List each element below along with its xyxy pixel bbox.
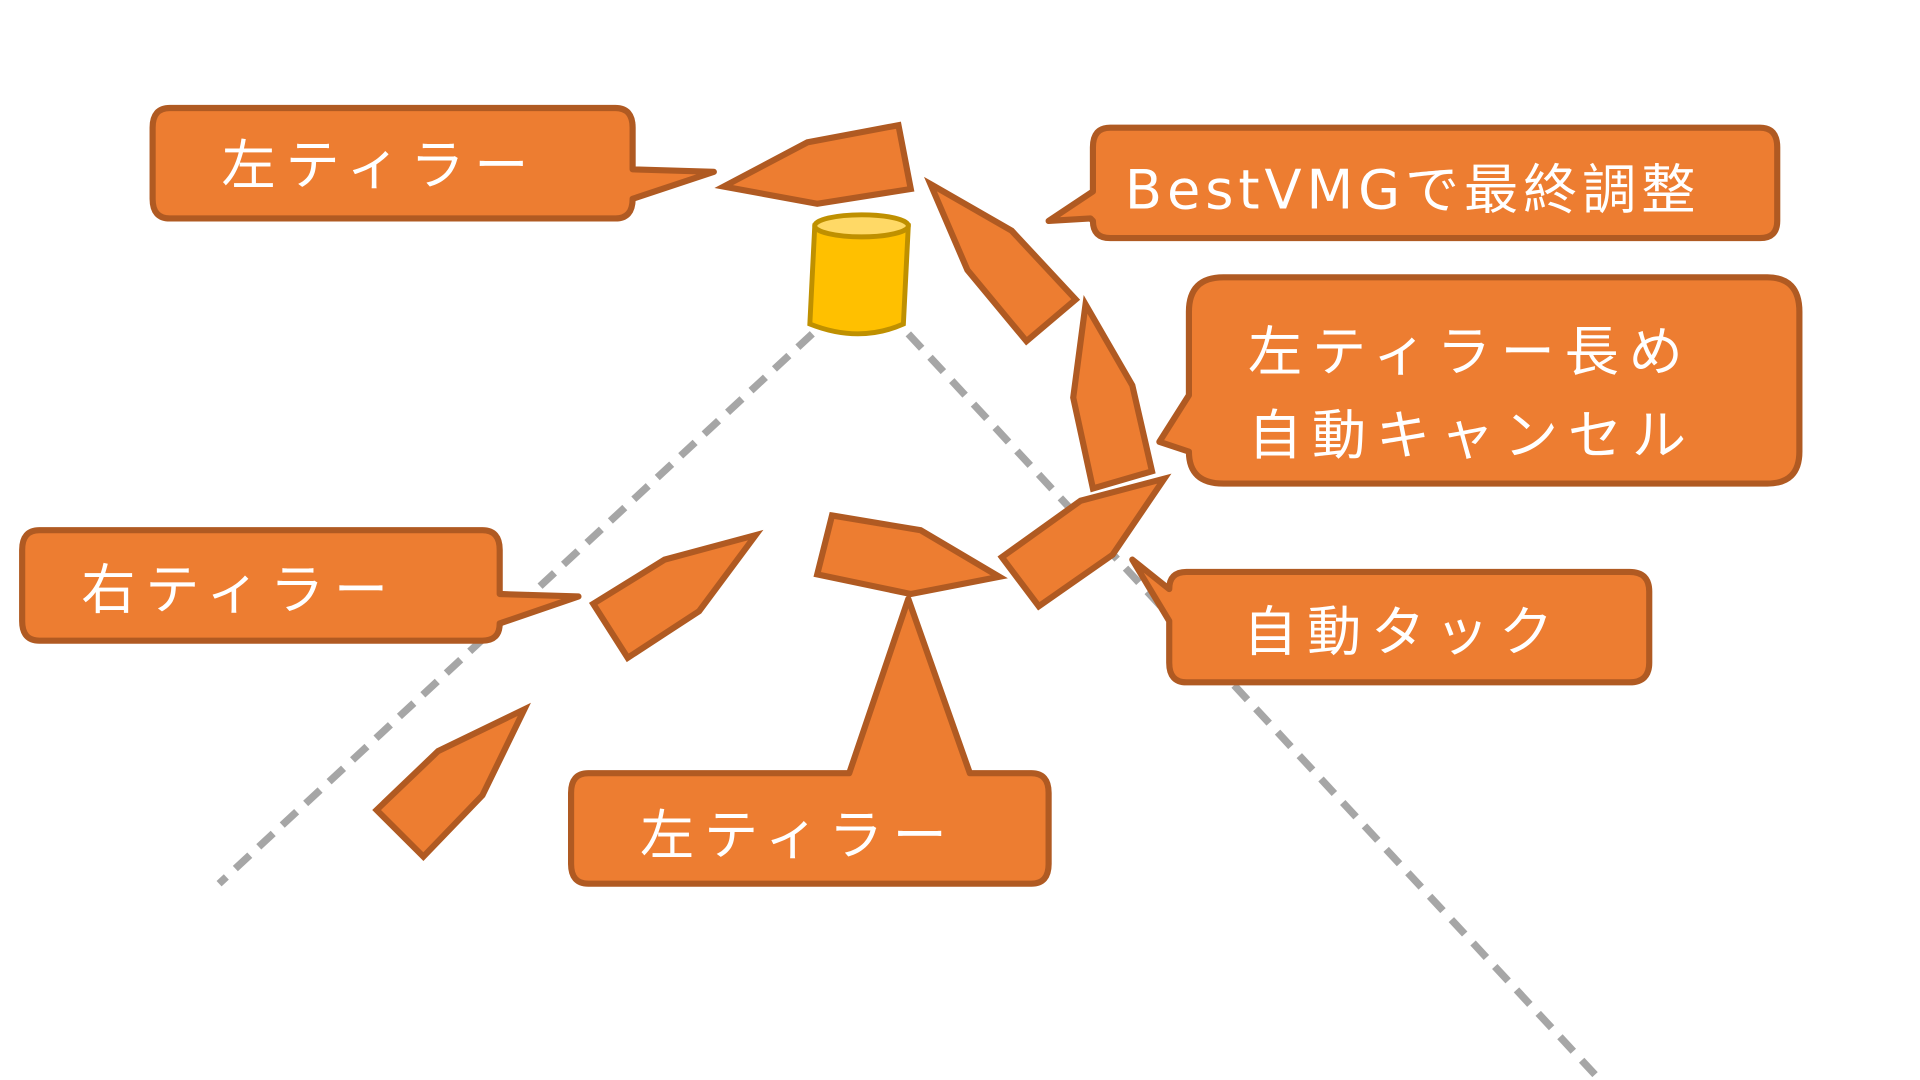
boat-icon: [923, 176, 1081, 346]
callout-label-line1: 左ティラー長め: [1248, 321, 1693, 384]
callout-top-left: 左ティラー: [149, 104, 717, 222]
callout-label: BestVMGで最終調整: [1125, 159, 1700, 222]
starboard-layline: [905, 331, 1603, 1080]
boat-icon: [1070, 294, 1156, 493]
windward-mark-icon: [807, 212, 911, 337]
callout-right-mid: 左ティラー長め 自動キャンセル: [1156, 274, 1803, 487]
boat-icon: [813, 511, 1008, 598]
callout-label: 左ティラー: [640, 804, 957, 867]
boat-icon: [997, 473, 1172, 611]
callout-top-right: BestVMGで最終調整: [1045, 124, 1781, 242]
boat-icon: [714, 121, 915, 207]
callout-right-low: 自動タック: [1129, 556, 1653, 686]
callout-label-line2: 自動キャンセル: [1248, 404, 1696, 467]
callout-bottom: 左ティラー: [568, 595, 1052, 887]
boat-icon: [588, 529, 764, 663]
callout-label: 自動タック: [1243, 601, 1563, 664]
port-layline: [216, 331, 815, 887]
boat-icon: [372, 702, 531, 862]
callout-left-mid: 右ティラー: [19, 527, 582, 644]
callout-label: 左ティラー: [222, 134, 539, 197]
callout-label: 右ティラー: [81, 559, 398, 622]
